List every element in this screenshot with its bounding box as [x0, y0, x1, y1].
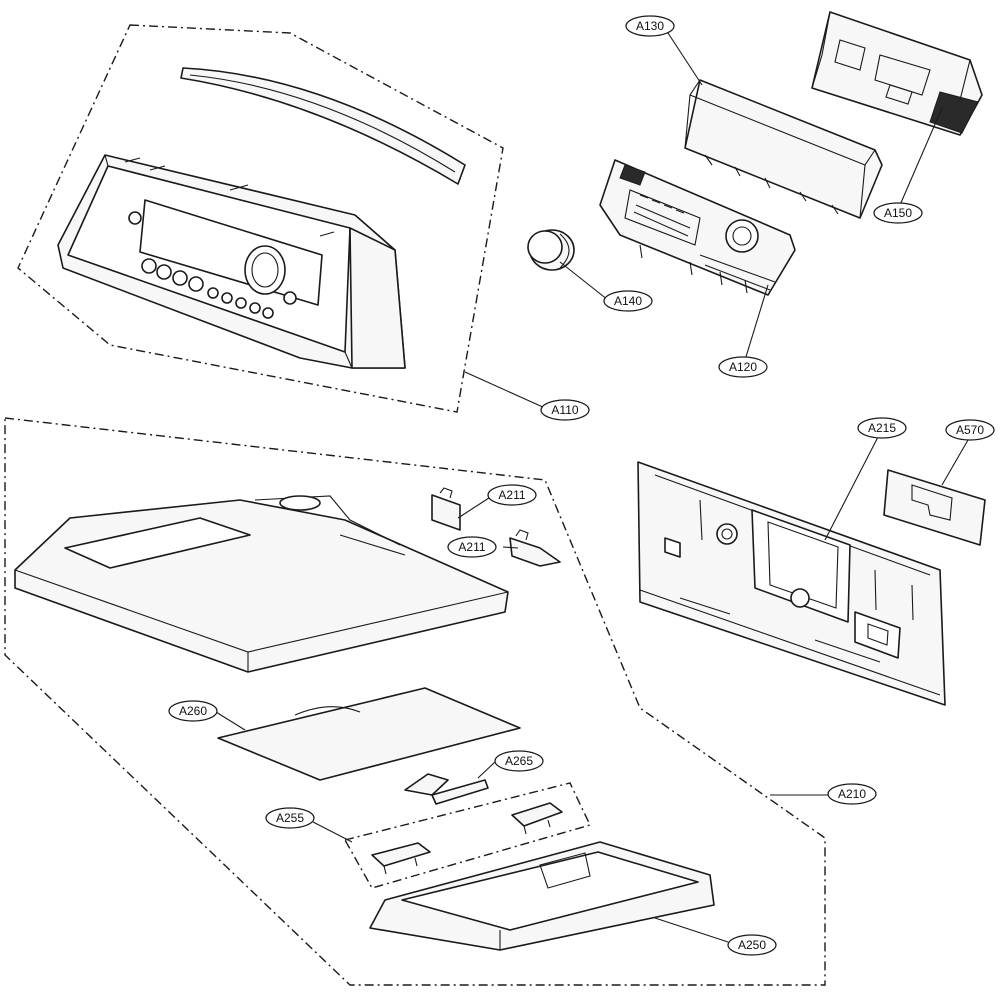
leader-a211-bottom [502, 546, 519, 549]
callout-label-a150: A150 [884, 206, 912, 220]
panel-top-trim [180, 67, 466, 185]
callout-a215: A215 [857, 417, 907, 439]
callout-label-a140: A140 [614, 294, 642, 308]
leader-a130 [667, 32, 703, 86]
callout-label-a211-top: A211 [498, 488, 525, 502]
callout-label-a250: A250 [738, 938, 766, 952]
callout-label-a210: A210 [838, 787, 866, 801]
leader-a255 [312, 821, 353, 843]
hinge-a255-right [511, 802, 563, 835]
callout-label-a265: A265 [505, 754, 533, 768]
callout-label-a130: A130 [636, 19, 664, 33]
callout-a150: A150 [873, 202, 923, 224]
leader-a215 [824, 436, 879, 541]
leader-a211-top [457, 495, 493, 519]
latch-a265 [404, 773, 489, 805]
group-boundary-a110 [17, 24, 504, 413]
callout-label-a255: A255 [276, 811, 304, 825]
callout-label-a120: A120 [729, 360, 757, 374]
callout-a210: A210 [827, 783, 877, 805]
leader-a140 [559, 261, 609, 301]
control-panel-housing [57, 154, 406, 369]
display-frame-a150 [811, 11, 983, 136]
callout-label-a110: A110 [551, 403, 578, 417]
callout-a120: A120 [718, 356, 768, 378]
callout-label-a260: A260 [179, 704, 207, 718]
callout-a260: A260 [168, 700, 218, 722]
callout-label-a211-bottom: A211 [458, 540, 485, 554]
lid-panel-a260 [217, 687, 521, 781]
knob-a140 [527, 229, 575, 271]
leader-a120 [744, 284, 769, 361]
cover-plate-a570 [883, 469, 986, 546]
group-boundary-a210 [4, 417, 826, 986]
leader-a570 [941, 439, 969, 486]
callout-a130: A130 [625, 15, 675, 37]
callout-a250: A250 [727, 934, 777, 956]
callout-a570: A570 [945, 419, 995, 441]
callout-a255: A255 [265, 807, 315, 829]
group-boundary-a255 [343, 782, 591, 889]
callout-a110: A110 [540, 399, 590, 421]
hinge-bracket-a211-top [431, 487, 461, 531]
leader-a265 [477, 761, 496, 779]
leader-a110 [464, 371, 546, 409]
leader-a250 [654, 917, 729, 943]
leader-a260 [215, 711, 246, 731]
callout-label-a570: A570 [956, 423, 984, 437]
callout-a140: A140 [603, 290, 653, 312]
callout-a265: A265 [494, 750, 544, 772]
main-pcb-a120 [599, 159, 796, 296]
hinge-a255-left [371, 842, 431, 875]
rear-panel-a215 [637, 461, 946, 706]
top-cover-lid [14, 495, 509, 673]
callout-a211-top: A211 [487, 484, 537, 506]
callout-a211-bottom: A211 [447, 536, 497, 558]
lid-frame-a250 [369, 841, 715, 951]
callout-label-a215: A215 [868, 421, 896, 435]
leader-a150 [899, 107, 943, 206]
pcb-cover-a130 [684, 79, 883, 219]
hinge-bracket-a211-bottom [509, 529, 561, 567]
